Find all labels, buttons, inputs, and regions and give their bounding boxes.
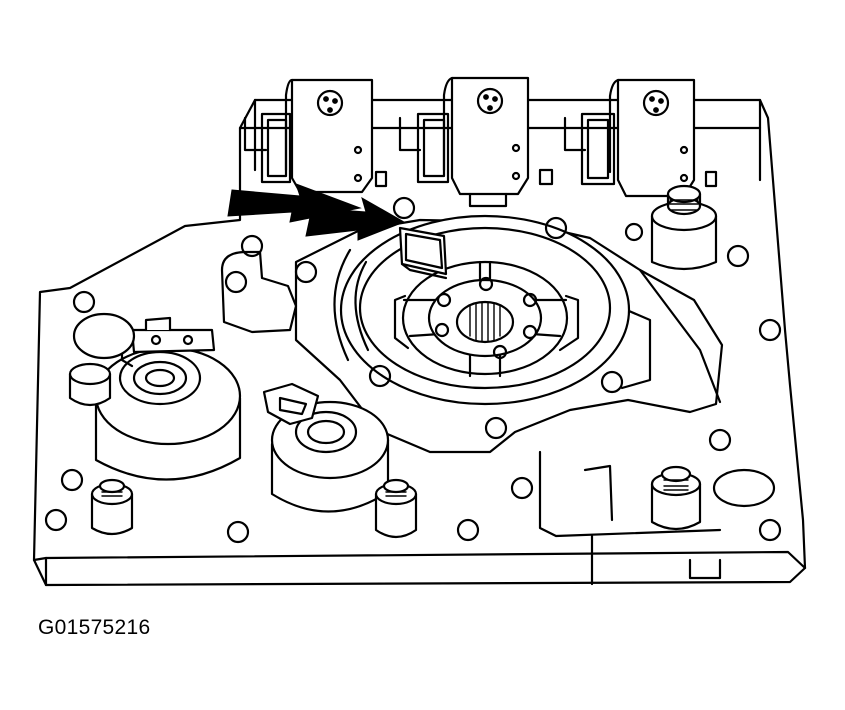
servo-center xyxy=(262,382,390,513)
servo-left xyxy=(68,316,242,481)
bolt-lower-center xyxy=(374,478,418,539)
solenoid-center xyxy=(416,76,554,208)
figure-id-label: G01575216 xyxy=(38,616,151,639)
plug-upper-right xyxy=(650,184,718,271)
bolt-lower-right xyxy=(650,465,702,531)
indicated-gasket xyxy=(398,226,448,280)
pointer-arrow-right xyxy=(305,196,406,241)
mount-bracket xyxy=(220,250,298,334)
solenoid-left xyxy=(260,78,388,194)
plug-cap-right xyxy=(712,468,776,508)
plug-cap-left xyxy=(72,312,136,360)
plate-bolt-holes xyxy=(44,196,782,544)
bolt-lower-left xyxy=(90,478,134,536)
